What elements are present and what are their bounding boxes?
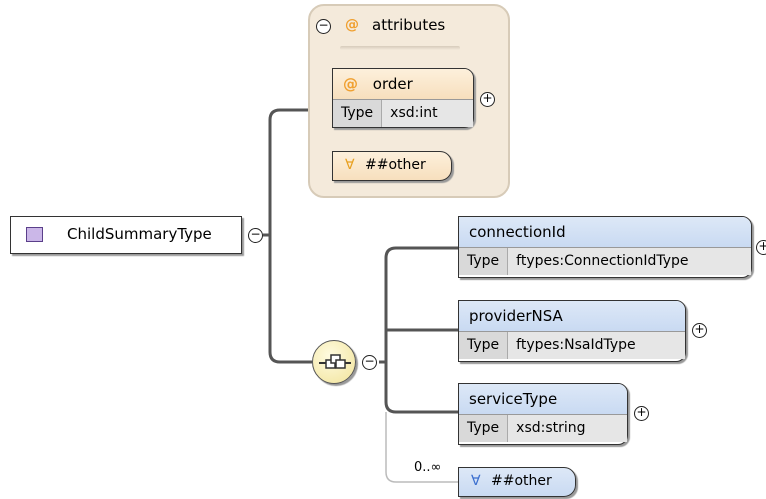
type-key: Type xyxy=(333,100,383,127)
type-key: Type xyxy=(459,248,509,275)
collapse-attributes-button[interactable]: − xyxy=(316,19,331,34)
collapse-sequence-button[interactable]: − xyxy=(362,355,377,370)
attribute-order-header: @ order xyxy=(333,69,473,99)
expand-serviceType-button[interactable]: + xyxy=(634,406,649,421)
element-header: serviceType xyxy=(459,384,627,414)
attribute-order-type-row: Type xsd:int xyxy=(333,99,473,127)
type-value: xsd:int xyxy=(382,100,473,127)
any-element-label: ##other xyxy=(491,473,552,489)
element-connectionId[interactable]: connectionId Type ftypes:ConnectionIdTyp… xyxy=(458,216,752,278)
attribute-order-name: order xyxy=(372,75,413,93)
any-cardinality: 0..∞ xyxy=(414,460,442,475)
root-complex-type[interactable]: ChildSummaryType xyxy=(10,216,242,254)
element-type-row: Type ftypes:NsaIdType xyxy=(459,331,685,359)
type-value: xsd:string xyxy=(508,415,627,442)
element-header: providerNSA xyxy=(459,301,685,331)
attribute-order[interactable]: @ order Type xsd:int xyxy=(332,68,474,128)
element-header: connectionId xyxy=(459,217,751,247)
element-type-row: Type ftypes:ConnectionIdType xyxy=(459,247,751,275)
type-key: Type xyxy=(459,415,509,442)
complex-type-icon xyxy=(26,227,43,242)
sequence-icon xyxy=(319,354,351,369)
element-type-row: Type xsd:string xyxy=(459,414,627,442)
attribute-at-icon: @ xyxy=(343,75,358,93)
attribute-at-icon: @ xyxy=(345,17,359,33)
forall-icon: ∀ xyxy=(471,473,481,489)
type-value: ftypes:NsaIdType xyxy=(508,332,685,359)
any-attribute[interactable]: ∀ ##other xyxy=(332,151,452,181)
any-attribute-label: ##other xyxy=(365,157,426,173)
sequence-node[interactable] xyxy=(312,340,356,384)
element-serviceType[interactable]: serviceType Type xsd:string xyxy=(458,383,628,445)
expand-order-button[interactable]: + xyxy=(480,92,495,107)
expand-connectionId-button[interactable]: + xyxy=(756,240,766,255)
forall-icon: ∀ xyxy=(345,157,355,173)
type-key: Type xyxy=(459,332,509,359)
collapse-root-button[interactable]: − xyxy=(248,228,263,243)
attributes-divider xyxy=(340,46,460,50)
root-label: ChildSummaryType xyxy=(67,225,212,243)
attributes-header-label: attributes xyxy=(372,16,446,34)
any-element[interactable]: ∀ ##other xyxy=(458,467,576,497)
element-providerNSA[interactable]: providerNSA Type ftypes:NsaIdType xyxy=(458,300,686,362)
expand-providerNSA-button[interactable]: + xyxy=(692,323,707,338)
type-value: ftypes:ConnectionIdType xyxy=(508,248,751,275)
